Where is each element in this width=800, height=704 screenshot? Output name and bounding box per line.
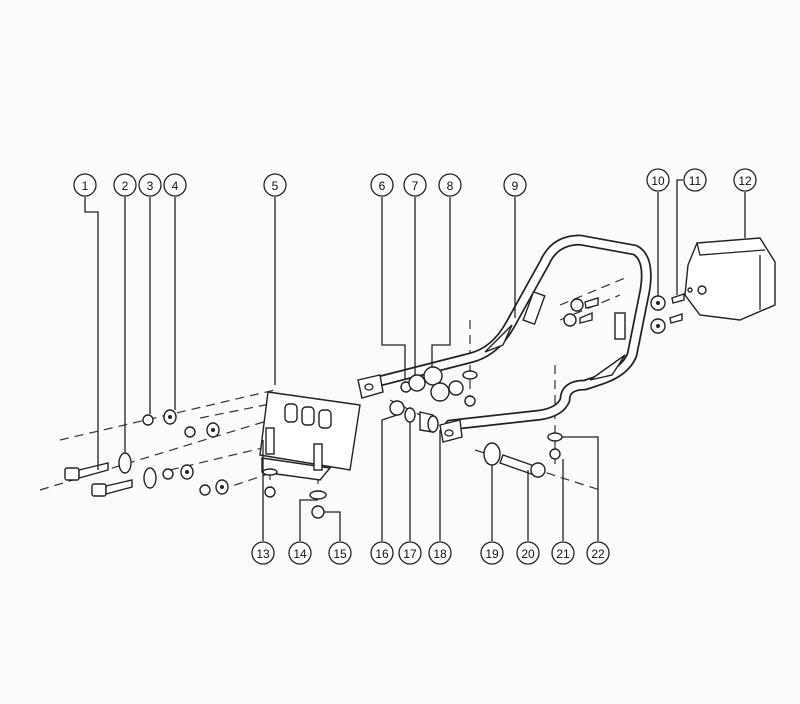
parts-10-11 bbox=[563, 293, 685, 334]
washer-2 bbox=[118, 452, 132, 474]
callout-number: 4 bbox=[172, 179, 179, 193]
parts-19-22 bbox=[483, 432, 563, 478]
callout-number: 14 bbox=[293, 547, 307, 561]
callout-number: 9 bbox=[512, 179, 519, 193]
callout-18: 18 bbox=[428, 541, 452, 565]
callout-number: 11 bbox=[689, 174, 702, 188]
callout-14: 14 bbox=[288, 541, 312, 565]
callout-7: 7 bbox=[403, 173, 427, 197]
washers-4 bbox=[163, 409, 229, 495]
callout-number: 21 bbox=[556, 547, 570, 561]
bolt-1 bbox=[64, 462, 109, 481]
callout-number: 7 bbox=[412, 179, 419, 193]
callout-22: 22 bbox=[586, 541, 610, 565]
callout-number: 18 bbox=[433, 547, 447, 561]
callout-9: 9 bbox=[503, 173, 527, 197]
callout-20: 20 bbox=[516, 541, 540, 565]
spacers-6-8 bbox=[400, 366, 478, 407]
callout-number: 19 bbox=[485, 547, 499, 561]
callout-6: 6 bbox=[370, 173, 394, 197]
callout-number: 12 bbox=[738, 174, 752, 188]
callout-16: 16 bbox=[370, 541, 394, 565]
callout-number: 17 bbox=[403, 547, 417, 561]
callout-number: 15 bbox=[333, 547, 347, 561]
callout-1: 1 bbox=[73, 173, 97, 197]
callout-number: 8 bbox=[447, 179, 454, 193]
callout-10: 10 bbox=[646, 168, 670, 192]
callout-12: 12 bbox=[733, 168, 757, 192]
guard-frame-9 bbox=[357, 234, 652, 443]
fasteners-13-15 bbox=[262, 468, 327, 519]
callout-13: 13 bbox=[251, 541, 275, 565]
parts-16-18 bbox=[389, 400, 439, 433]
callout-15: 15 bbox=[328, 541, 352, 565]
callout-number: 3 bbox=[147, 179, 154, 193]
callout-number: 5 bbox=[272, 179, 279, 193]
callout-number: 6 bbox=[379, 179, 386, 193]
bolt-1b bbox=[91, 479, 133, 497]
callout-number: 13 bbox=[256, 547, 270, 561]
mounting-bracket-5 bbox=[259, 391, 361, 481]
callout-number: 22 bbox=[591, 547, 605, 561]
callout-5: 5 bbox=[263, 173, 287, 197]
callout-number: 20 bbox=[521, 547, 535, 561]
callout-17: 17 bbox=[398, 541, 422, 565]
callout-number: 2 bbox=[122, 179, 129, 193]
callout-3: 3 bbox=[138, 173, 162, 197]
callout-4: 4 bbox=[163, 173, 187, 197]
callout-21: 21 bbox=[551, 541, 575, 565]
leader-lines bbox=[84, 179, 746, 541]
callout-11: 11 bbox=[683, 168, 707, 192]
callout-2: 2 bbox=[113, 173, 137, 197]
washer-2b bbox=[143, 467, 157, 489]
callout-19: 19 bbox=[480, 541, 504, 565]
callout-number: 16 bbox=[375, 547, 389, 561]
callout-number: 1 bbox=[82, 179, 89, 193]
callout-8: 8 bbox=[438, 173, 462, 197]
lamp-housing-12 bbox=[684, 237, 776, 321]
nuts-3 bbox=[142, 414, 211, 496]
callout-number: 10 bbox=[651, 174, 665, 188]
